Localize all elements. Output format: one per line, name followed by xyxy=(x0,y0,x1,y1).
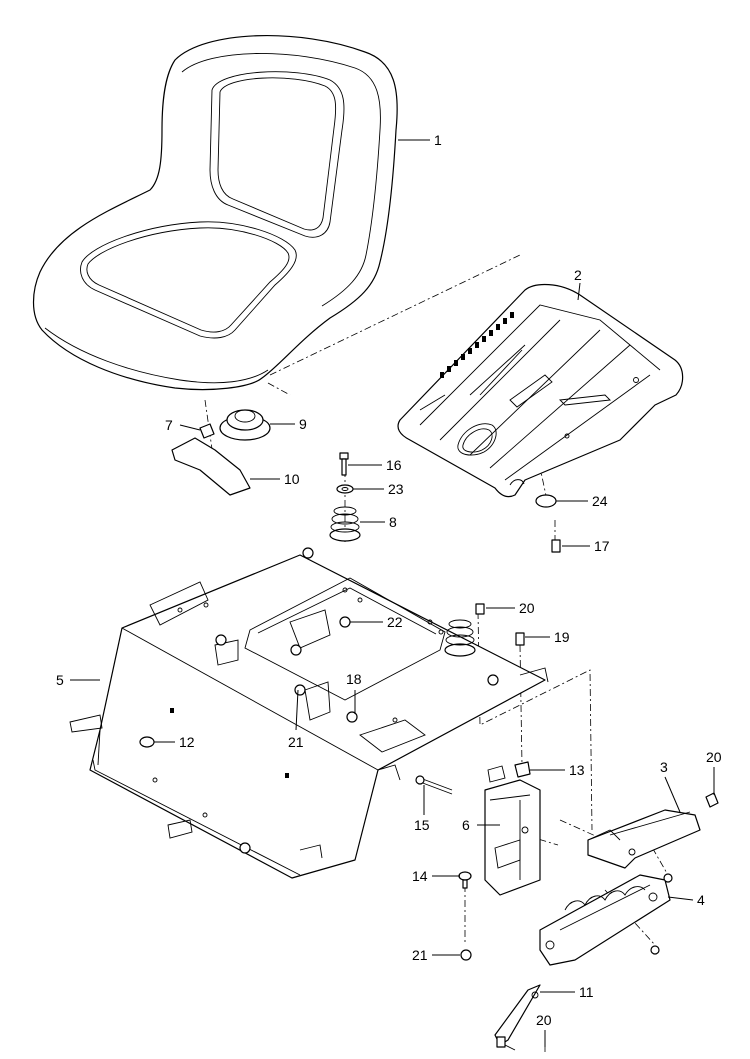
callout-1: 1 xyxy=(434,132,442,148)
hardware xyxy=(139,409,719,1048)
adjustment-slots xyxy=(440,312,514,378)
bolt-16 xyxy=(339,452,349,476)
slide-bracket xyxy=(484,765,541,896)
spring-22 xyxy=(444,619,476,657)
clip-13 xyxy=(514,761,531,778)
callout-8: 8 xyxy=(389,514,397,530)
callout-labels: 1 2 3 4 5 6 7 8 9 10 11 12 13 14 15 16 1… xyxy=(56,132,722,1028)
seat-platform xyxy=(69,547,549,879)
adjustment-rail xyxy=(539,874,671,966)
leader-lines xyxy=(70,139,715,1047)
callout-15: 15 xyxy=(414,817,430,833)
callout-22: 22 xyxy=(387,614,403,630)
callout-20-bottom: 20 xyxy=(536,1012,552,1028)
switch-bracket-10 xyxy=(171,437,251,496)
bolt-19 xyxy=(515,632,525,646)
nut-18 xyxy=(346,711,358,723)
callout-13: 13 xyxy=(569,762,585,778)
plug-12 xyxy=(139,736,155,748)
callout-16: 16 xyxy=(386,457,402,473)
callout-9: 9 xyxy=(299,416,307,432)
callout-3: 3 xyxy=(660,759,668,775)
callout-4: 4 xyxy=(697,892,705,908)
callout-12: 12 xyxy=(179,734,195,750)
callout-21-platform: 21 xyxy=(288,734,304,750)
callout-18: 18 xyxy=(346,671,362,687)
slide-rail xyxy=(587,809,701,869)
callout-21-bottom: 21 xyxy=(412,947,428,963)
callout-7: 7 xyxy=(165,417,173,433)
callout-2: 2 xyxy=(574,267,582,283)
callout-6: 6 xyxy=(462,817,470,833)
nut-22 xyxy=(339,616,351,628)
seat-switch-9 xyxy=(219,409,271,441)
callout-14: 14 xyxy=(412,868,428,884)
callout-20-top: 20 xyxy=(519,600,535,616)
callout-5: 5 xyxy=(56,672,64,688)
pin-14 xyxy=(458,871,472,881)
callout-17: 17 xyxy=(594,538,610,554)
callout-23: 23 xyxy=(388,481,404,497)
callout-19: 19 xyxy=(554,629,570,645)
seat-cushion xyxy=(32,34,398,391)
bolt-20a xyxy=(475,603,485,615)
bolt-20b xyxy=(705,792,719,808)
callout-11: 11 xyxy=(579,984,594,1000)
bolt-20c xyxy=(496,1036,506,1048)
rod-15 xyxy=(415,775,425,785)
washer-24 xyxy=(535,494,557,508)
spring-clip-7 xyxy=(199,423,215,439)
seat-pan xyxy=(397,284,684,498)
callout-24: 24 xyxy=(592,493,608,509)
callout-10: 10 xyxy=(284,471,300,487)
bolt-17 xyxy=(551,539,561,553)
washer-23 xyxy=(336,484,354,494)
callout-20-right: 20 xyxy=(706,749,722,765)
nut-21b xyxy=(460,949,472,961)
spring-8 xyxy=(329,506,361,542)
